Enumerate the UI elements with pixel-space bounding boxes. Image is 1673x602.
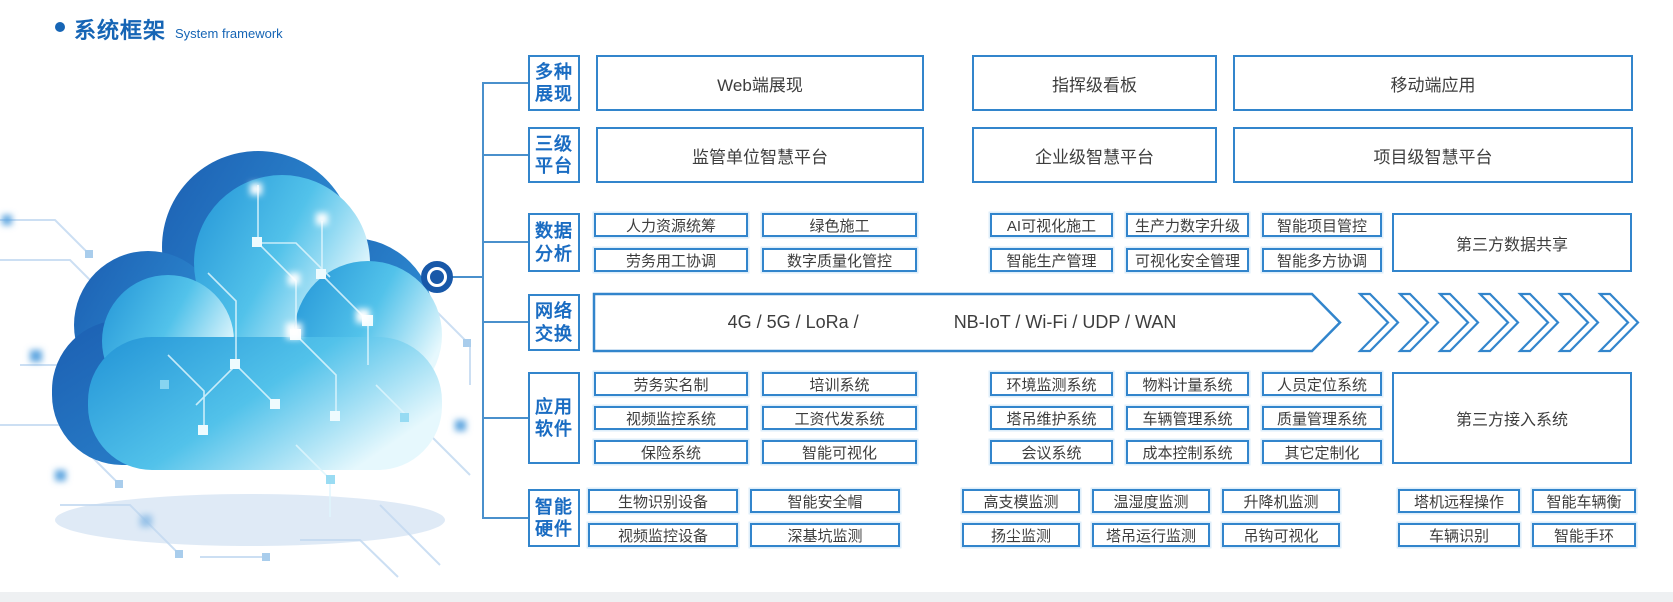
framework-box: 深基坑监测 xyxy=(750,523,900,547)
connector-branch-line xyxy=(482,154,528,156)
framework-box: 扬尘监测 xyxy=(962,523,1080,547)
framework-box: 人力资源统筹 xyxy=(594,213,748,237)
framework-box: 会议系统 xyxy=(990,440,1113,464)
framework-box: 工资代发系统 xyxy=(762,406,917,430)
connector-branch-line xyxy=(482,417,528,419)
framework-box: 指挥级看板 xyxy=(972,55,1217,111)
connector-branch-line xyxy=(482,321,528,323)
framework-box: 升降机监测 xyxy=(1222,489,1340,513)
row-label-display-modes: 多种展现 xyxy=(528,55,580,111)
framework-box: AI可视化施工 xyxy=(990,213,1113,237)
framework-box: 项目级智慧平台 xyxy=(1233,127,1633,183)
framework-box: 监管单位智慧平台 xyxy=(596,127,924,183)
framework-box: 劳务用工协调 xyxy=(594,248,748,272)
framework-box: 移动端应用 xyxy=(1233,55,1633,111)
connector-branch-line xyxy=(482,82,528,84)
framework-box: 智能生产管理 xyxy=(990,248,1113,272)
framework-box: 车辆识别 xyxy=(1398,523,1520,547)
framework-box: 智能车辆衡 xyxy=(1532,489,1636,513)
framework-box: 视频监控系统 xyxy=(594,406,748,430)
framework-box: 生物识别设备 xyxy=(588,489,738,513)
framework-box: 塔吊维护系统 xyxy=(990,406,1113,430)
framework-box: 可视化安全管理 xyxy=(1126,248,1249,272)
framework-box: 环境监测系统 xyxy=(990,372,1113,396)
connector-branch-line xyxy=(482,517,528,519)
framework-box: 物料计量系统 xyxy=(1126,372,1249,396)
framework-box: 高支模监测 xyxy=(962,489,1080,513)
framework-box: Web端展现 xyxy=(596,55,924,111)
framework-box: 智能手环 xyxy=(1532,523,1636,547)
framework-box: 车辆管理系统 xyxy=(1126,406,1249,430)
framework-box: 塔吊运行监测 xyxy=(1092,523,1210,547)
framework-box: 智能安全帽 xyxy=(750,489,900,513)
network-protocols-left: 4G / 5G / LoRa / xyxy=(727,312,859,332)
bottom-divider xyxy=(0,592,1673,602)
framework-box: 第三方数据共享 xyxy=(1392,213,1632,272)
framework-box: 智能可视化 xyxy=(762,440,917,464)
framework-box: 培训系统 xyxy=(762,372,917,396)
row-label-application-software: 应用软件 xyxy=(528,372,580,464)
cloud-connector-node-dot xyxy=(430,270,444,284)
connector-node-line xyxy=(452,276,484,278)
network-protocols-box xyxy=(592,292,1342,353)
framework-box: 人员定位系统 xyxy=(1262,372,1382,396)
framework-box: 温湿度监测 xyxy=(1092,489,1210,513)
framework-box: 数字质量化管控 xyxy=(762,248,917,272)
framework-box: 其它定制化 xyxy=(1262,440,1382,464)
network-arrow-graphic xyxy=(592,292,1640,353)
section-title-zh: 系统框架 xyxy=(74,18,167,43)
framework-box: 成本控制系统 xyxy=(1126,440,1249,464)
connector-branch-line xyxy=(482,241,528,243)
framework-box: 生产力数字升级 xyxy=(1126,213,1249,237)
framework-box: 吊钩可视化 xyxy=(1222,523,1340,547)
framework-box: 企业级智慧平台 xyxy=(972,127,1217,183)
framework-box: 第三方接入系统 xyxy=(1392,372,1632,464)
framework-box: 塔机远程操作 xyxy=(1398,489,1520,513)
connector-trunk-line xyxy=(482,83,484,519)
network-protocols-right: NB-IoT / Wi-Fi / UDP / WAN xyxy=(953,312,1177,332)
chevron-arrows-icon xyxy=(1357,292,1640,353)
cloud-illustration xyxy=(0,151,471,578)
bullet-icon xyxy=(55,22,65,32)
framework-box: 绿色施工 xyxy=(762,213,917,237)
row-label-network-exchange: 网络交换 xyxy=(528,294,580,351)
framework-box: 智能项目管控 xyxy=(1262,213,1382,237)
row-label-data-analysis: 数据分析 xyxy=(528,213,580,272)
framework-box: 劳务实名制 xyxy=(594,372,748,396)
section-title-en: System framework xyxy=(175,26,283,41)
framework-box: 视频监控设备 xyxy=(588,523,738,547)
row-label-smart-hardware: 智能硬件 xyxy=(528,489,580,547)
section-title: 系统框架 System framework xyxy=(55,13,283,45)
network-protocols-text: 4G / 5G / LoRa / NB-IoT / Wi-Fi / UDP / … xyxy=(594,294,1310,351)
framework-box: 质量管理系统 xyxy=(1262,406,1382,430)
framework-box: 保险系统 xyxy=(594,440,748,464)
row-label-three-level-platform: 三级平台 xyxy=(528,127,580,183)
framework-box: 智能多方协调 xyxy=(1262,248,1382,272)
